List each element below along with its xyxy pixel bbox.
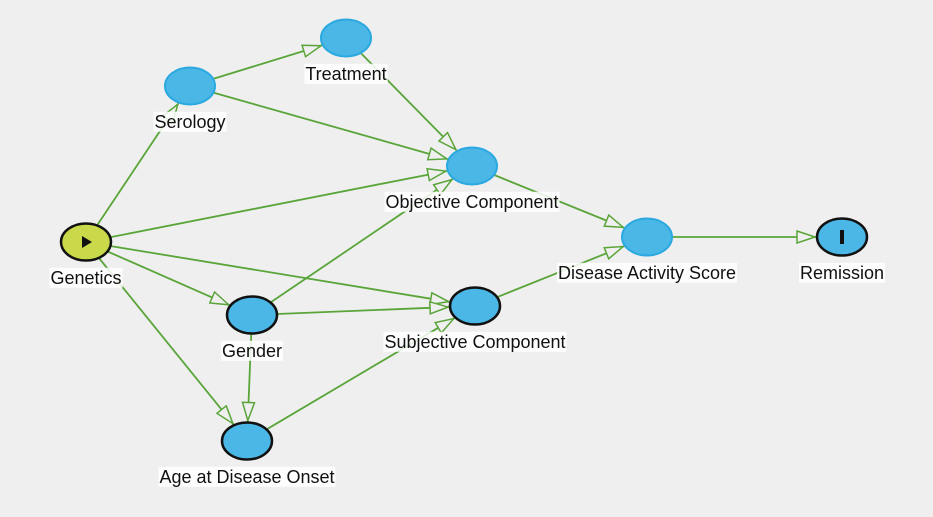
edge-genetics-to-gender[interactable] xyxy=(107,250,229,306)
node-label-background xyxy=(304,63,388,84)
node-label-age: Age at Disease Onset xyxy=(158,466,336,487)
edge-genetics-to-subjective[interactable] xyxy=(110,245,449,302)
edge-genetics-to-objective[interactable] xyxy=(109,171,447,239)
node-label-serology: Serology xyxy=(153,111,227,132)
node-genetics[interactable] xyxy=(59,222,113,262)
node-subjective[interactable] xyxy=(448,286,502,326)
node-objective-shape[interactable] xyxy=(446,146,498,186)
node-label-background xyxy=(220,340,284,361)
node-objective[interactable] xyxy=(446,146,498,186)
node-label-text-serology: Serology xyxy=(154,112,225,132)
node-age-shape[interactable] xyxy=(220,421,274,461)
play-icon xyxy=(82,236,92,248)
node-label-subjective: Subjective Component xyxy=(383,331,567,352)
node-label-text-gender: Gender xyxy=(222,341,282,361)
node-remission[interactable] xyxy=(815,217,869,257)
node-label-remission: Remission xyxy=(798,262,886,283)
node-das[interactable] xyxy=(621,217,673,257)
outcome-bar-icon xyxy=(840,230,844,244)
node-label-text-age: Age at Disease Onset xyxy=(159,467,334,487)
nodes-layer xyxy=(59,18,869,461)
node-label-background xyxy=(158,466,336,487)
node-subjective-shape[interactable] xyxy=(448,286,502,326)
node-serology-shape[interactable] xyxy=(164,66,216,106)
node-label-text-das: Disease Activity Score xyxy=(558,263,736,283)
edge-serology-to-objective[interactable] xyxy=(213,91,447,159)
node-label-objective: Objective Component xyxy=(384,191,560,212)
node-label-text-objective: Objective Component xyxy=(385,192,558,212)
node-label-background xyxy=(556,262,738,283)
node-das-shape[interactable] xyxy=(621,217,673,257)
node-gender-shape[interactable] xyxy=(225,295,279,335)
node-label-background xyxy=(384,191,560,212)
node-treatment-shape[interactable] xyxy=(320,18,372,58)
node-label-background xyxy=(383,331,567,352)
node-label-text-treatment: Treatment xyxy=(305,64,386,84)
node-serology[interactable] xyxy=(164,66,216,106)
node-label-text-genetics: Genetics xyxy=(50,268,121,288)
node-label-background xyxy=(798,262,886,283)
edge-serology-to-treatment[interactable] xyxy=(212,45,322,80)
node-label-background xyxy=(49,267,123,288)
node-treatment[interactable] xyxy=(320,18,372,58)
node-label-background xyxy=(153,111,227,132)
node-label-gender: Gender xyxy=(220,340,284,361)
node-gender[interactable] xyxy=(225,295,279,335)
node-label-treatment: Treatment xyxy=(304,63,388,84)
edge-gender-to-subjective[interactable] xyxy=(276,307,449,315)
edges-layer xyxy=(96,45,816,431)
node-label-text-remission: Remission xyxy=(800,263,884,283)
node-age[interactable] xyxy=(220,421,274,461)
node-label-text-subjective: Subjective Component xyxy=(384,332,565,352)
node-label-genetics: Genetics xyxy=(49,267,123,288)
node-label-das: Disease Activity Score xyxy=(556,262,738,283)
